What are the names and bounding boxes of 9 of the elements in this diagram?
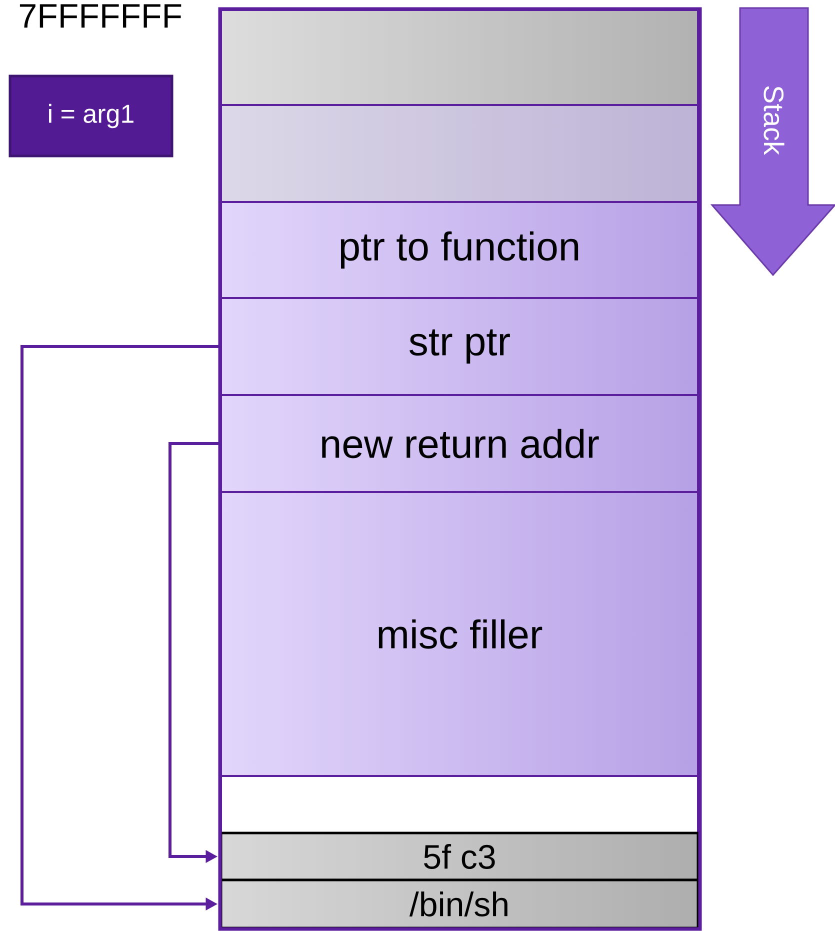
address-label: 7FFFFFFF	[20, 4, 182, 28]
stack-slot	[220, 104, 699, 203]
stack-slot: 5f c3	[220, 832, 700, 882]
stack-slot: /bin/sh	[220, 878, 700, 930]
stack-slot	[220, 9, 699, 106]
register-box: i = arg1	[8, 74, 174, 158]
stack-slot: str ptr	[220, 297, 699, 396]
stack-slot: new return addr	[220, 394, 699, 493]
stack-slot: ptr to function	[220, 201, 699, 299]
